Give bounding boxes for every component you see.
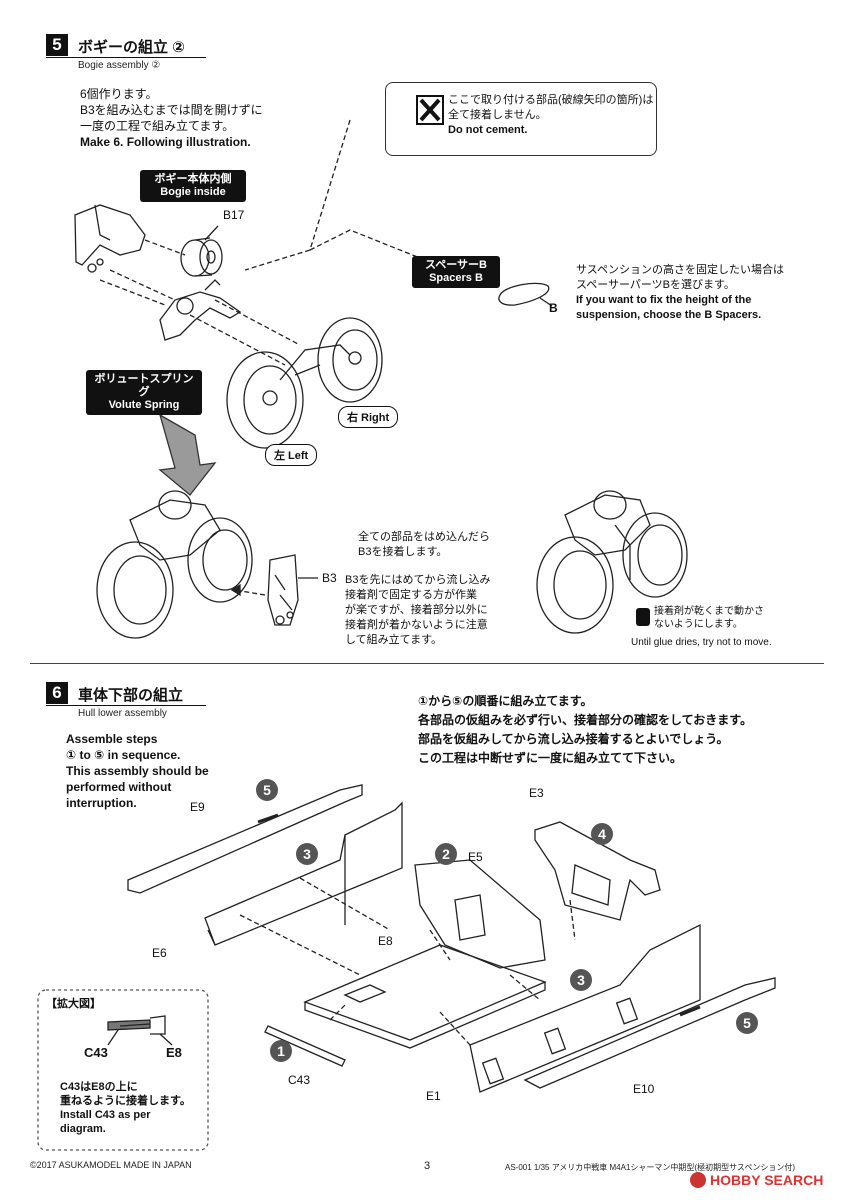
step-6-subtitle: Hull lower assembly	[78, 708, 167, 719]
fit-note: 全ての部品をはめ込んだら B3を接着します。	[358, 530, 490, 560]
step-5-rule	[46, 57, 206, 58]
fit-note-line: 全ての部品をはめ込んだら	[358, 531, 490, 543]
volute-en: Volute Spring	[108, 399, 180, 411]
step-6-title: 車体下部の組立	[78, 687, 184, 704]
step-6-instructions-jp: ①から⑤の順番に組み立てます。 各部品の仮組みを必ず行い、接着部分の確認をしてお…	[418, 692, 752, 768]
footer-page-number: 3	[424, 1160, 431, 1172]
part-e1-label: E1	[426, 1089, 441, 1103]
zoom-e8-label: E8	[166, 1045, 182, 1060]
glue-wait-icon	[636, 608, 650, 626]
no-cement-jp-line: ここで取り付ける部品(破線矢印の箇所)は	[448, 94, 654, 106]
spacer-note-en-line: suspension, choose the B Spacers.	[576, 309, 762, 321]
step-5-instructions: 6個作ります。 B3を組み込むまでは間を開けずに 一度の工程で組み立てます。 M…	[80, 86, 263, 150]
bogie-inside-tag: ボギー本体内側 Bogie inside	[140, 170, 246, 202]
seq-3b: 3	[570, 969, 592, 991]
zoom-c43-label: C43	[84, 1045, 108, 1060]
bogie-inside-en: Bogie inside	[160, 186, 226, 198]
zoom-note-jp-line: 重ねるように接着します。	[60, 1095, 191, 1107]
seq-5a: 5	[256, 779, 278, 801]
step-6-en-line: ① to ⑤ in sequence.	[66, 748, 181, 762]
flow-note-line: B3を先にはめてから流し込み	[345, 574, 491, 586]
spacers-jp: スペーサーB	[425, 259, 487, 271]
step-5-number: 5	[46, 34, 68, 56]
step-6-en-line: performed without	[66, 780, 172, 794]
right-label: 右 Right	[338, 406, 399, 428]
step-6-instructions-en: Assemble steps ① to ⑤ in sequence. This …	[66, 731, 209, 811]
watermark-logo-icon	[690, 1172, 706, 1188]
step-6-jp-line: この工程は中断せずに一度に組み立てて下さい。	[418, 751, 683, 765]
instruction-en-line: Make 6. Following illustration.	[80, 135, 251, 149]
step-6-rule	[46, 705, 206, 706]
flow-note-line: 接着剤が着かないように注意	[345, 619, 488, 631]
step-6-number: 6	[46, 682, 68, 704]
seq-2: 2	[435, 843, 457, 865]
step-6-jp-line: 各部品の仮組みを必ず行い、接着部分の確認をしておきます。	[418, 713, 753, 727]
step-5-subtitle: Bogie assembly ②	[78, 60, 161, 71]
step-6-en-line: Assemble steps	[66, 732, 158, 746]
footer-copyright: ©2017 ASUKAMODEL MADE IN JAPAN	[30, 1160, 192, 1170]
step-6-jp-line: 部品を仮組みしてから流し込み接着するとよいでしょう。	[418, 732, 729, 746]
zoom-note-jp-line: C43はE8の上に	[60, 1081, 138, 1093]
part-e3-label: E3	[529, 786, 544, 800]
glue-note: 接着剤が乾くまで動かさ ないようにします。	[654, 605, 764, 631]
seq-1: 1	[270, 1040, 292, 1062]
part-b3-label: B3	[322, 571, 337, 585]
no-cement-jp-line: 全て接着しません。	[448, 109, 547, 121]
flow-note-line: して組み立てます。	[345, 634, 443, 646]
zoom-note-en-line: Install C43 as per	[60, 1109, 151, 1121]
volute-jp: ボリュートスプリング	[94, 373, 194, 398]
flow-note: B3を先にはめてから流し込み 接着剤で固定する方が作業 が楽ですが、接着部分以外…	[345, 573, 490, 648]
part-b17-label: B17	[223, 208, 245, 222]
no-cement-icon	[416, 95, 444, 125]
glue-note-en: Until glue dries, try not to move.	[631, 637, 772, 648]
no-cement-en: Do not cement.	[448, 124, 528, 136]
seq-5b: 5	[736, 1012, 758, 1034]
footer-product: AS-001 1/35 アメリカ中戦車 M4A1シャーマン中期型(極初期型サスペ…	[505, 1163, 796, 1172]
watermark: HOBBY SEARCH	[690, 1172, 823, 1188]
glue-note-jp-line: 接着剤が乾くまで動かさ	[654, 606, 764, 617]
spacer-note-jp-line: スペーサーパーツBを選びます。	[576, 279, 735, 291]
glue-note-jp-line: ないようにします。	[654, 619, 743, 630]
watermark-text: HOBBY SEARCH	[710, 1172, 824, 1188]
part-e5-label: E5	[468, 850, 483, 864]
spacer-note-en-line: If you want to fix the height of the	[576, 294, 752, 306]
part-c43-label: C43	[288, 1073, 311, 1087]
zoom-note: C43はE8の上に 重ねるように接着します。 Install C43 as pe…	[60, 1080, 191, 1136]
spacers-b-tag: スペーサーB Spacers B	[412, 256, 500, 288]
step-6-en-line: interruption.	[66, 796, 137, 810]
bogie-exploded-drawing	[74, 119, 688, 639]
left-label: 左 Left	[265, 444, 318, 466]
part-e6-label: E6	[152, 946, 167, 960]
flow-note-line: 接着剤で固定する方が作業	[345, 589, 477, 601]
bogie-inside-jp: ボギー本体内側	[154, 173, 232, 185]
spacers-en: Spacers B	[429, 272, 483, 284]
instruction-jp-line: B3を組み込むまでは間を開けずに	[80, 103, 263, 117]
step-5-title: ボギーの組立 ②	[78, 39, 185, 56]
instruction-jp-line: 一度の工程で組み立てます。	[80, 119, 235, 133]
step-6-jp-line: ①から⑤の順番に組み立てます。	[418, 694, 593, 708]
part-e9-label: E9	[190, 800, 205, 814]
section-divider	[30, 663, 824, 664]
part-e10-label: E10	[633, 1082, 655, 1096]
fit-note-line: B3を接着します。	[358, 546, 448, 558]
seq-4: 4	[591, 823, 613, 845]
zoom-note-en-line: diagram.	[60, 1123, 106, 1135]
instruction-jp-line: 6個作ります。	[80, 87, 158, 101]
part-e8-label: E8	[378, 934, 393, 948]
volute-spring-tag: ボリュートスプリング Volute Spring	[86, 370, 202, 415]
zoom-title: 【拡大図】	[46, 998, 101, 1010]
seq-3a: 3	[296, 843, 318, 865]
spacer-note-jp-line: サスペンションの高さを固定したい場合は	[576, 264, 785, 276]
no-cement-note: ここで取り付ける部品(破線矢印の箇所)は 全て接着しません。 Do not ce…	[385, 82, 657, 156]
flow-note-line: が楽ですが、接着部分以外に	[345, 604, 488, 616]
step-6-en-line: This assembly should be	[66, 764, 209, 778]
spacer-note: サスペンションの高さを固定したい場合は スペーサーパーツBを選びます。 If y…	[576, 263, 784, 323]
part-b-label: B	[549, 301, 558, 315]
